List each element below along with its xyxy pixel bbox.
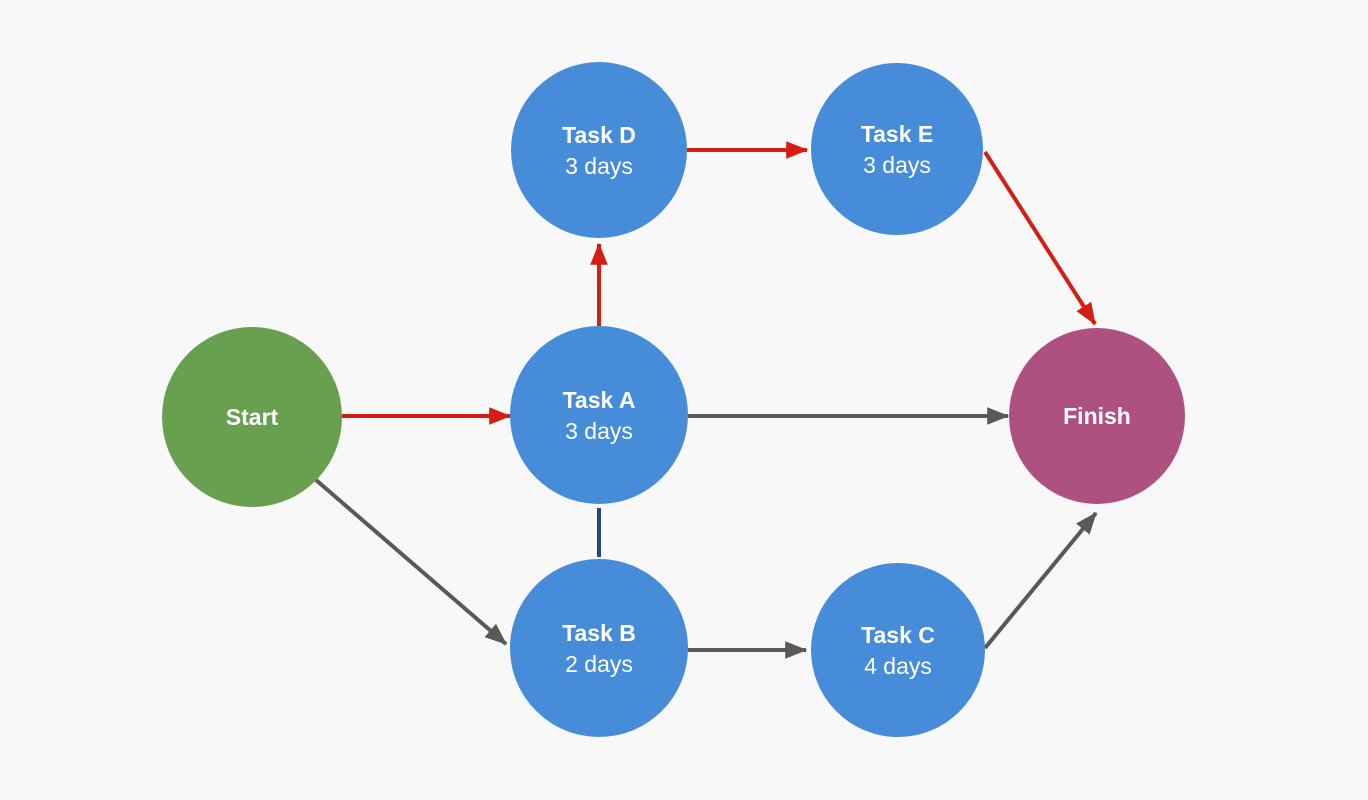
- node-circle-finish[interactable]: [1009, 328, 1185, 504]
- node-task-e[interactable]: Task E3 days: [811, 63, 983, 235]
- node-circle-task-d[interactable]: [511, 62, 687, 238]
- node-circle-task-c[interactable]: [811, 563, 985, 737]
- node-task-a[interactable]: Task A3 days: [510, 326, 688, 504]
- edge-task-e-to-finish[interactable]: [983, 150, 1097, 326]
- node-task-b[interactable]: Task B2 days: [510, 559, 688, 737]
- node-circle-task-a[interactable]: [510, 326, 688, 504]
- node-start[interactable]: Start: [162, 327, 342, 507]
- node-circle-task-e[interactable]: [811, 63, 983, 235]
- node-finish[interactable]: Finish: [1009, 328, 1185, 504]
- node-task-c[interactable]: Task C4 days: [811, 563, 985, 737]
- node-circle-start[interactable]: [162, 327, 342, 507]
- node-circle-task-b[interactable]: [510, 559, 688, 737]
- node-task-d[interactable]: Task D3 days: [511, 62, 687, 238]
- edge-start-to-task-b[interactable]: [314, 478, 508, 646]
- edge-task-c-to-finish[interactable]: [983, 511, 1098, 650]
